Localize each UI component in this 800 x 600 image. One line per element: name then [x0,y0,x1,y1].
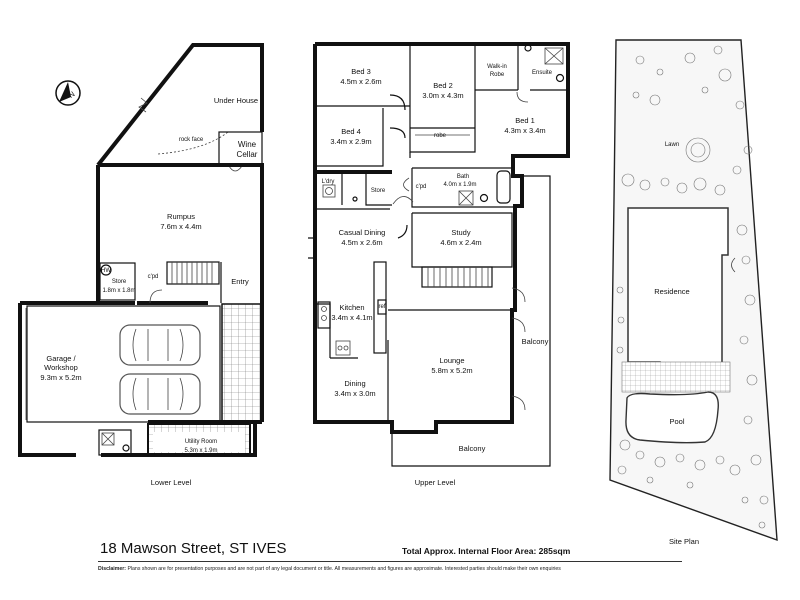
car-1 [119,324,201,366]
under-house-label: Under House [214,96,258,105]
garage-label-2: Workshop [44,363,78,372]
garden-vegetation [616,45,769,529]
compass-label: N [67,89,77,99]
disclaimer-text: Plans shown are for presentation purpose… [127,566,561,572]
site-labels: Lawn Residence Pool Site Plan [654,142,699,546]
disclaimer: Disclaimer: Plans shown are for presenta… [98,566,698,572]
upper-store-label: Store [371,188,386,194]
residence-label: Residence [654,287,689,296]
study-dim: 4.6m x 2.4m [440,238,481,247]
store-label: Store [112,279,127,285]
wine-label-2: Cellar [237,150,258,159]
wine-cellar [218,131,263,167]
footer-divider [98,561,682,562]
bed1-dim: 4.3m x 3.4m [504,126,545,135]
bed1-label: Bed 1 [515,116,535,125]
upper-level [308,42,570,467]
ref-label: ref [378,304,385,310]
side-balcony-label: Balcony [522,337,549,346]
lower-cpd-label: c'pd [148,274,159,280]
ldry-label: L'dry [322,179,335,185]
bed3-dim: 4.5m x 2.6m [340,77,381,86]
wine-label-1: Wine [238,140,257,149]
study-label: Study [451,228,470,237]
lawn-label: Lawn [665,142,679,148]
utility-label: Utility Room [185,439,217,445]
robe-label: robe [434,133,447,139]
rumpus-dim: 7.6m x 4.4m [160,222,201,231]
pool-label: Pool [669,417,684,426]
upper-outline [313,42,570,434]
lower-wc [98,429,132,456]
bed2-dim: 3.0m x 4.3m [422,91,463,100]
kitchen-dim: 3.4m x 4.1m [331,313,372,322]
dining-dim: 3.4m x 3.0m [334,389,375,398]
store-dim: 1.8m x 1.8m [102,288,135,294]
bath-label: Bath [457,174,469,180]
total-floor-area: Total Approx. Internal Floor Area: 285sq… [402,546,571,556]
upper-level-caption: Upper Level [415,478,456,487]
walkin-label-1: Walk-in [487,64,507,70]
casual-dining-dim: 4.5m x 2.6m [341,238,382,247]
garage-dim: 9.3m x 5.2m [40,373,81,382]
bottom-balcony-label: Balcony [459,444,486,453]
rumpus-label: Rumpus [167,212,195,221]
walkin-label-2: Robe [490,72,505,78]
bed3-label: Bed 3 [351,67,371,76]
utility-dim: 5.3m x 1.9m [184,448,217,454]
ensuite-label: Ensuite [532,70,553,76]
kitchen-label: Kitchen [339,303,364,312]
store-room [99,262,136,301]
site-paving [621,361,731,393]
lounge-label: Lounge [439,356,464,365]
bath-dim: 4.0m x 1.9m [443,182,476,188]
property-title: 18 Mawson Street, ST IVES [100,540,287,557]
disclaimer-label: Disclaimer: [98,566,126,572]
rumpus-outline [96,163,264,303]
car-2 [119,373,201,415]
entry-label: Entry [231,277,249,286]
garage-outline [18,301,148,457]
cooktop [317,301,331,329]
dining-label: Dining [344,379,365,388]
pool-outline [625,391,719,444]
rock-face-label: rock face [179,137,204,143]
garage-interior [26,305,221,423]
bathtub [496,170,511,204]
hw-label: HW [101,268,111,274]
lower-level-caption: Lower Level [151,478,192,487]
tiled-entry-porch [221,303,263,422]
bed2-label: Bed 2 [433,81,453,90]
fridge [377,299,387,315]
upper-cpd-label: c'pd [416,184,427,190]
casual-dining-label: Casual Dining [339,228,386,237]
under-house-outline [96,43,264,167]
compass: N [55,80,81,106]
bed4-label: Bed 4 [341,127,361,136]
site-plan-caption: Site Plan [669,537,699,546]
lower-level [18,43,264,457]
stairs-lower [166,261,220,285]
balcony-outline [391,175,551,467]
garage-label-1: Garage / [46,354,76,363]
shower [458,190,474,206]
lounge-dim: 5.8m x 5.2m [431,366,472,375]
lower-labels: Under House rock face Wine Cellar Rumpus… [40,96,258,487]
stairs-upper [421,266,493,288]
site-plan [609,39,778,542]
upper-labels: Bed 3 4.5m x 2.6m Bed 2 3.0m x 4.3m Walk… [322,64,553,487]
bed4-dim: 3.4m x 2.9m [330,137,371,146]
